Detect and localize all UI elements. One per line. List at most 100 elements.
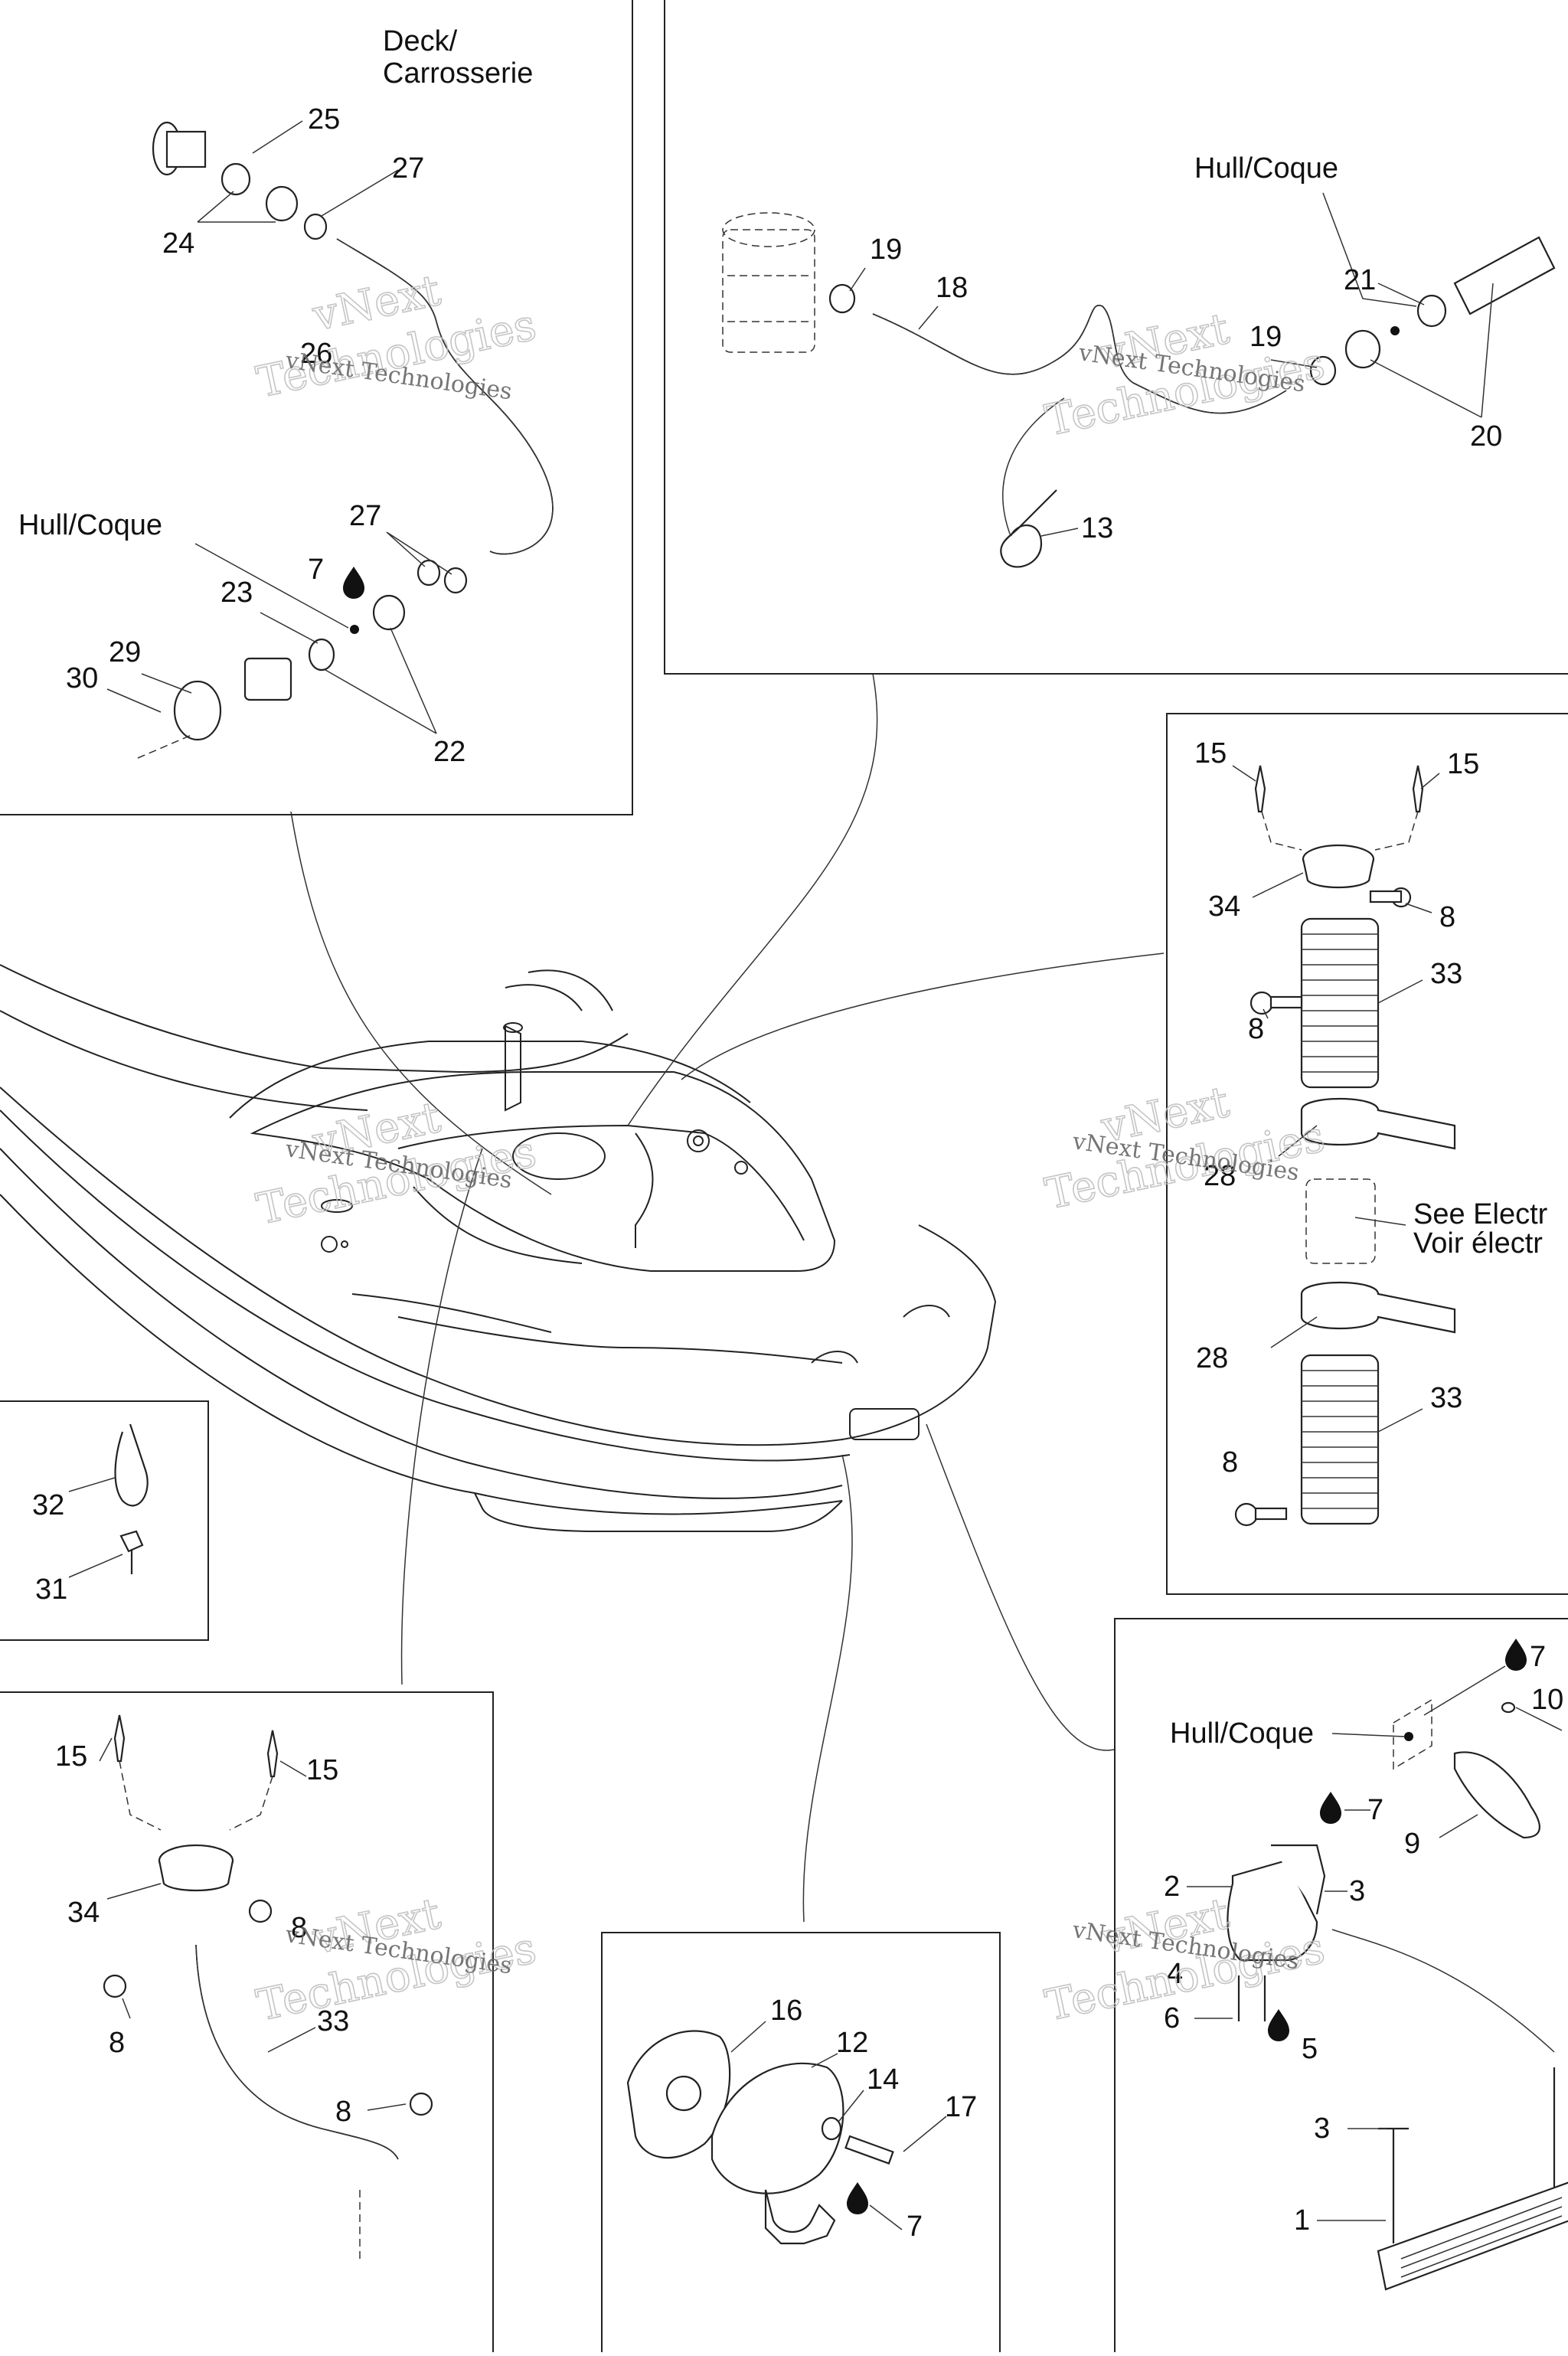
- callout-6: 6: [1164, 2002, 1180, 2034]
- carrosserie-label: Carrosserie: [383, 57, 533, 90]
- watermarks: vNext Technologies vNext Technologies vN…: [252, 265, 1330, 2031]
- callout-8-c: 8: [1222, 1446, 1238, 1479]
- callout-24: 24: [162, 227, 194, 260]
- clamp-part-5: [1309, 355, 1337, 386]
- nut-part-3: [1344, 329, 1381, 369]
- panel-tie-strap: 32 31: [0, 1400, 209, 1641]
- bracket-part: [1453, 1751, 1540, 1839]
- screw-part-4: [248, 1899, 273, 1923]
- callout-8-d: 8: [109, 2027, 125, 2059]
- panel-1-frame: [0, 0, 633, 815]
- ladder-step-part: [1377, 2181, 1568, 2291]
- callout-13: 13: [1081, 512, 1113, 544]
- callout-19: 19: [870, 234, 902, 266]
- callout-28: 28: [1204, 1160, 1236, 1192]
- callout-16: 16: [770, 1995, 802, 2027]
- callout-33: 33: [1430, 958, 1462, 990]
- nut-part: [265, 185, 299, 222]
- callout-15: 15: [1194, 737, 1227, 770]
- panel-2-frame: [664, 0, 1568, 675]
- callout-8-f: 8: [335, 2096, 351, 2128]
- callout-33-c: 33: [317, 2005, 349, 2037]
- rivet-part-3: [113, 1714, 126, 1763]
- panel-vent-tube-stack: See Electr Voir électr 15 15 34 8 33: [1166, 713, 1568, 1595]
- callout-27: 27: [392, 152, 424, 185]
- callout-4: 4: [1167, 1958, 1183, 1990]
- callout-15-c: 15: [55, 1740, 87, 1773]
- callout-18: 18: [936, 272, 968, 304]
- module-outline: [1305, 1178, 1376, 1264]
- vent-cap-part: [173, 680, 222, 741]
- callout-17: 17: [945, 2091, 977, 2123]
- sealant-drop-icon: [343, 567, 364, 599]
- callout-31: 31: [35, 1573, 67, 1606]
- clip-part: [119, 1530, 144, 1553]
- callout-3: 3: [1349, 1875, 1365, 1907]
- nut-part-2: [372, 594, 406, 631]
- hull-label-bottom-right: Hull/Coque: [1170, 1717, 1314, 1750]
- callout-7: 7: [308, 554, 324, 586]
- tie-strap-part-2: [114, 1423, 149, 1507]
- callout-9: 9: [1404, 1828, 1420, 1860]
- deck-label: Deck/: [383, 25, 458, 57]
- panel-3-frame: [1166, 713, 1568, 1595]
- tie-strap-part: [1000, 489, 1057, 568]
- screw-part-3: [1234, 1502, 1259, 1527]
- callout-28-b: 28: [1196, 1342, 1228, 1374]
- callout-7-b: 7: [906, 2211, 923, 2243]
- callout-8: 8: [1439, 901, 1455, 933]
- callout-7-d: 7: [1367, 1794, 1383, 1826]
- sealant-drop-icon-2: [847, 2182, 868, 2214]
- strap-part-2: [1300, 1281, 1456, 1334]
- panel-drain-plug: 16 12 14 17 7: [601, 1932, 1001, 2354]
- callout-20: 20: [1470, 420, 1502, 453]
- screw-part-6: [409, 2092, 433, 2116]
- vent-tube-part-2: [1300, 1354, 1380, 1525]
- sealant-drop-icon-3: [1505, 1639, 1527, 1671]
- callout-7-c: 7: [1530, 1641, 1546, 1673]
- callout-8-e: 8: [291, 1912, 307, 1944]
- panel-boarding-ladder: Hull/Coque 7 10 9 7 2 3 4 6 5: [1114, 1618, 1568, 2354]
- washer-part-4: [821, 2116, 842, 2141]
- hull-label-top-right: Hull/Coque: [1194, 152, 1338, 185]
- callout-34-b: 34: [67, 1897, 100, 1929]
- vent-body-part-2: [243, 657, 292, 701]
- washer-part-5: [1501, 1701, 1516, 1714]
- screw-part-2: [1250, 991, 1274, 1015]
- vent-body-part: [165, 130, 207, 168]
- washer-part: [220, 162, 251, 196]
- drain-plug-part: [764, 2189, 836, 2245]
- callout-19-b: 19: [1250, 321, 1282, 353]
- callout-26: 26: [300, 338, 332, 370]
- callout-14: 14: [867, 2064, 899, 2096]
- callout-22: 22: [433, 736, 466, 768]
- clamp-part-4: [828, 283, 856, 314]
- callout-12: 12: [836, 2027, 868, 2059]
- strap-part: [1300, 1097, 1456, 1150]
- see-electrical-label: See Electr: [1413, 1198, 1548, 1230]
- callout-15-d: 15: [306, 1754, 338, 1786]
- voir-electrique-label: Voir électr: [1413, 1227, 1543, 1260]
- callout-3-b: 3: [1314, 2113, 1330, 2145]
- panel-flex-tube: 15 15 34 8 8 33 8: [0, 1691, 494, 2354]
- washer-part-3: [1416, 294, 1447, 328]
- callout-1: 1: [1294, 2204, 1310, 2237]
- bolt-part: [844, 2135, 894, 2165]
- clamp-part-3: [443, 567, 468, 594]
- callout-2: 2: [1164, 1871, 1180, 1903]
- callout-32: 32: [32, 1489, 64, 1521]
- clamp-part-2: [416, 559, 441, 587]
- callout-15-b: 15: [1447, 748, 1479, 780]
- callout-30: 30: [66, 662, 98, 694]
- callout-23: 23: [220, 577, 253, 609]
- callout-5: 5: [1302, 2033, 1318, 2065]
- sealant-drop-icon-4: [1320, 1792, 1341, 1824]
- callout-33-b: 33: [1430, 1382, 1462, 1414]
- callout-34: 34: [1208, 890, 1240, 923]
- ladder-bracket-part: [1227, 1859, 1318, 1962]
- callout-25: 25: [308, 103, 340, 136]
- screw-part-5: [103, 1974, 127, 1998]
- panel-bailer-hose: Hull/Coque 19 18 21 19 20 13: [664, 0, 1568, 675]
